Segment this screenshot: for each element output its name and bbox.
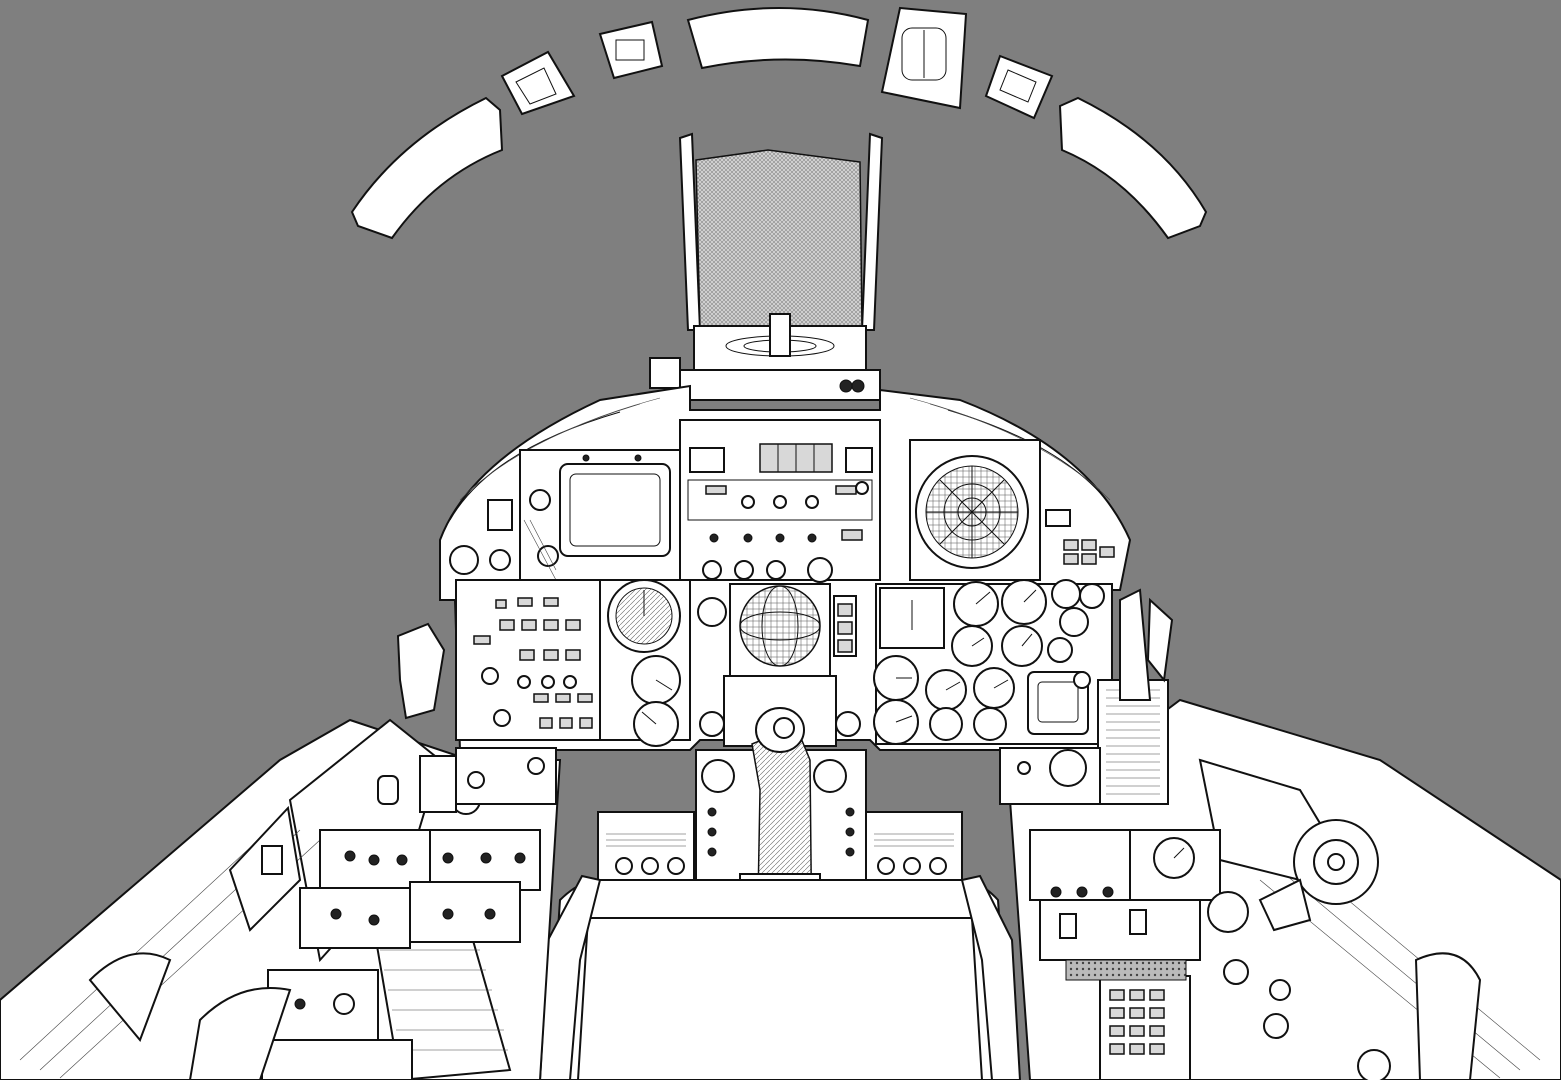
warning-light-left	[689, 447, 725, 473]
mfd-screen	[559, 463, 671, 557]
canopy-mirror-right	[984, 54, 1054, 120]
right-gauge-cluster	[873, 579, 1113, 745]
radar-scope	[909, 439, 1115, 581]
lower-left-panel-strip	[419, 747, 557, 813]
left-console	[0, 622, 562, 1080]
toggle-switch-row-upper[interactable]	[741, 481, 869, 509]
lower-right-panel-strip	[999, 747, 1101, 805]
toggle-switch-row-lower[interactable]	[709, 529, 863, 543]
right-panel-keys[interactable]	[1063, 539, 1115, 565]
side-switch-column-right[interactable]	[845, 807, 855, 857]
airspeed-gauge	[631, 655, 681, 705]
rotary-knob-row[interactable]	[702, 557, 833, 583]
right-keypad[interactable]	[1109, 989, 1165, 1055]
left-wall-handle[interactable]	[377, 622, 446, 805]
upper-center-panel	[679, 419, 881, 583]
left-mfd	[519, 449, 681, 581]
ejection-seat	[538, 874, 1022, 1080]
attitude-gauge	[607, 579, 681, 653]
right-side-lever[interactable]	[1198, 758, 1379, 932]
left-edge-knobs[interactable]	[449, 499, 513, 575]
hud-combiner-glass	[695, 149, 863, 331]
clock-instrument	[1027, 671, 1091, 735]
canopy-frame-segments	[350, 6, 1208, 240]
left-console-switch-panels[interactable]	[267, 785, 541, 1041]
engine-gauges	[873, 579, 1105, 745]
side-switch-column-left[interactable]	[707, 807, 717, 857]
adi-hsi-block	[699, 583, 861, 747]
hud-assembly	[649, 132, 884, 401]
left-wall-bracket	[228, 805, 302, 932]
left-switch-panel	[455, 579, 613, 741]
left-gauge-cluster	[599, 579, 727, 747]
warning-light-right	[845, 447, 873, 473]
vsi-gauge	[633, 701, 679, 747]
canopy-mirror-center-left	[598, 20, 664, 80]
adi-sphere	[739, 585, 821, 667]
canopy-mirror-center-right	[880, 6, 968, 110]
right-console	[1008, 588, 1561, 1080]
right-console-panels[interactable]	[1029, 829, 1391, 1080]
canopy-mirror-left	[500, 50, 576, 116]
